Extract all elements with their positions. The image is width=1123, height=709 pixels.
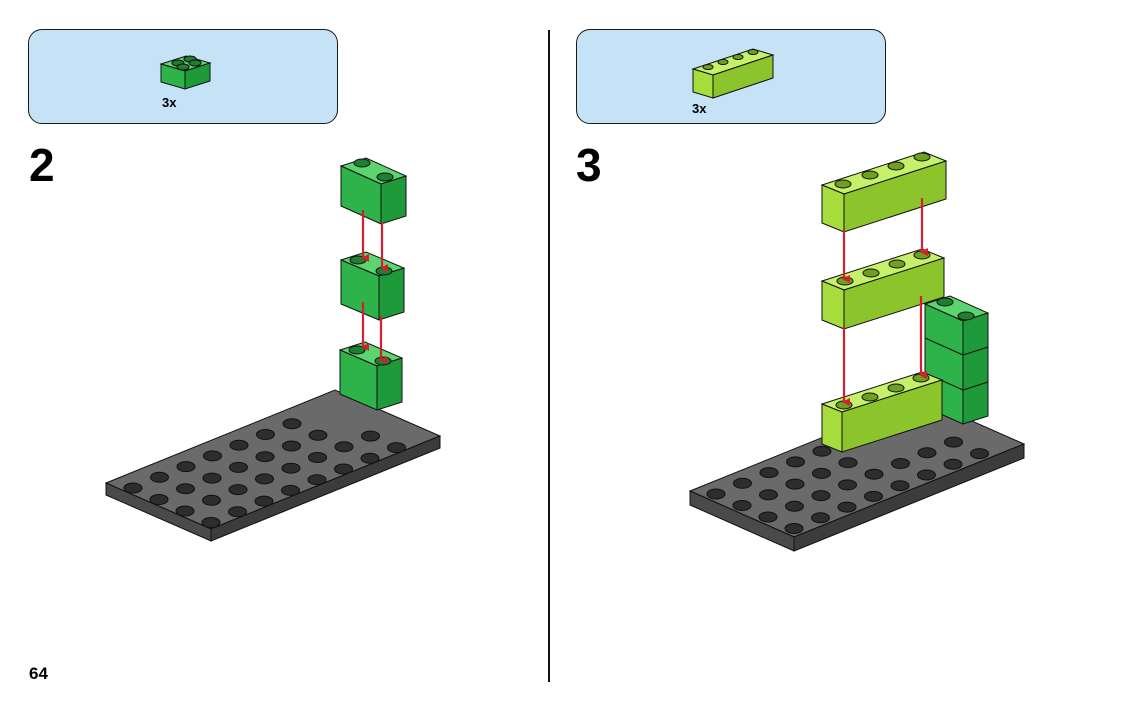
baseplate-stud (760, 490, 778, 500)
baseplate-stud (256, 452, 274, 462)
baseplate-stud (309, 453, 327, 463)
baseplate-stud (918, 470, 936, 480)
baseplate-stud (918, 448, 936, 458)
baseplate-stud (944, 459, 962, 469)
baseplate-stud (229, 485, 247, 495)
baseplate-stud (839, 458, 857, 468)
baseplate-stud (335, 464, 353, 474)
baseplate-stud (309, 430, 327, 440)
baseplate-stud (733, 501, 751, 511)
baseplate-stud (785, 524, 803, 534)
baseplate-stud (892, 459, 910, 469)
baseplate-stud (282, 463, 300, 473)
baseplate-stud (838, 502, 856, 512)
baseplate-stud (786, 479, 804, 489)
baseplate-stud (255, 496, 273, 506)
baseplate-stud (759, 512, 777, 522)
baseplate-stud (734, 478, 752, 488)
baseplate-stud (202, 518, 220, 528)
baseplate-stud (812, 491, 830, 501)
baseplate-stud (388, 443, 406, 453)
baseplate (106, 390, 440, 541)
green-brick (341, 252, 404, 320)
baseplate-stud (151, 472, 169, 482)
baseplate-stud (229, 507, 247, 517)
baseplate-stud (256, 474, 274, 484)
step-3-illustration (690, 152, 1024, 551)
baseplate-stud (177, 462, 195, 472)
baseplate-stud (362, 431, 380, 441)
baseplate-stud (176, 506, 194, 516)
baseplate-stud (124, 483, 142, 493)
baseplate-stud (361, 453, 379, 463)
lime-brick (822, 152, 946, 232)
baseplate-stud (203, 495, 221, 505)
baseplate-stud (335, 442, 353, 452)
baseplate-stud (283, 419, 301, 429)
baseplate-stud (891, 481, 909, 491)
step-2-illustration (106, 158, 440, 541)
baseplate-stud (230, 462, 248, 472)
baseplate-stud (308, 475, 326, 485)
baseplate-stud (204, 451, 222, 461)
baseplate-stud (787, 457, 805, 467)
baseplate-stud (257, 430, 275, 440)
baseplate-stud (786, 501, 804, 511)
baseplate-stud (707, 489, 725, 499)
baseplate-stud (813, 468, 831, 478)
page-number: 64 (29, 664, 48, 684)
baseplate-stud (203, 473, 221, 483)
baseplate-stud (282, 485, 300, 495)
green-brick (341, 158, 406, 224)
baseplate-stud (813, 446, 831, 456)
baseplate-stud (283, 441, 301, 451)
baseplate-stud (150, 495, 168, 505)
baseplate-stud (839, 480, 857, 490)
baseplate-stud (865, 491, 883, 501)
baseplate-stud (230, 440, 248, 450)
baseplate-stud (865, 469, 883, 479)
baseplate-stud (971, 449, 989, 459)
baseplate-stud (177, 484, 195, 494)
baseplate-stud (760, 468, 778, 478)
baseplate-stud (812, 513, 830, 523)
baseplate-stud (945, 437, 963, 447)
